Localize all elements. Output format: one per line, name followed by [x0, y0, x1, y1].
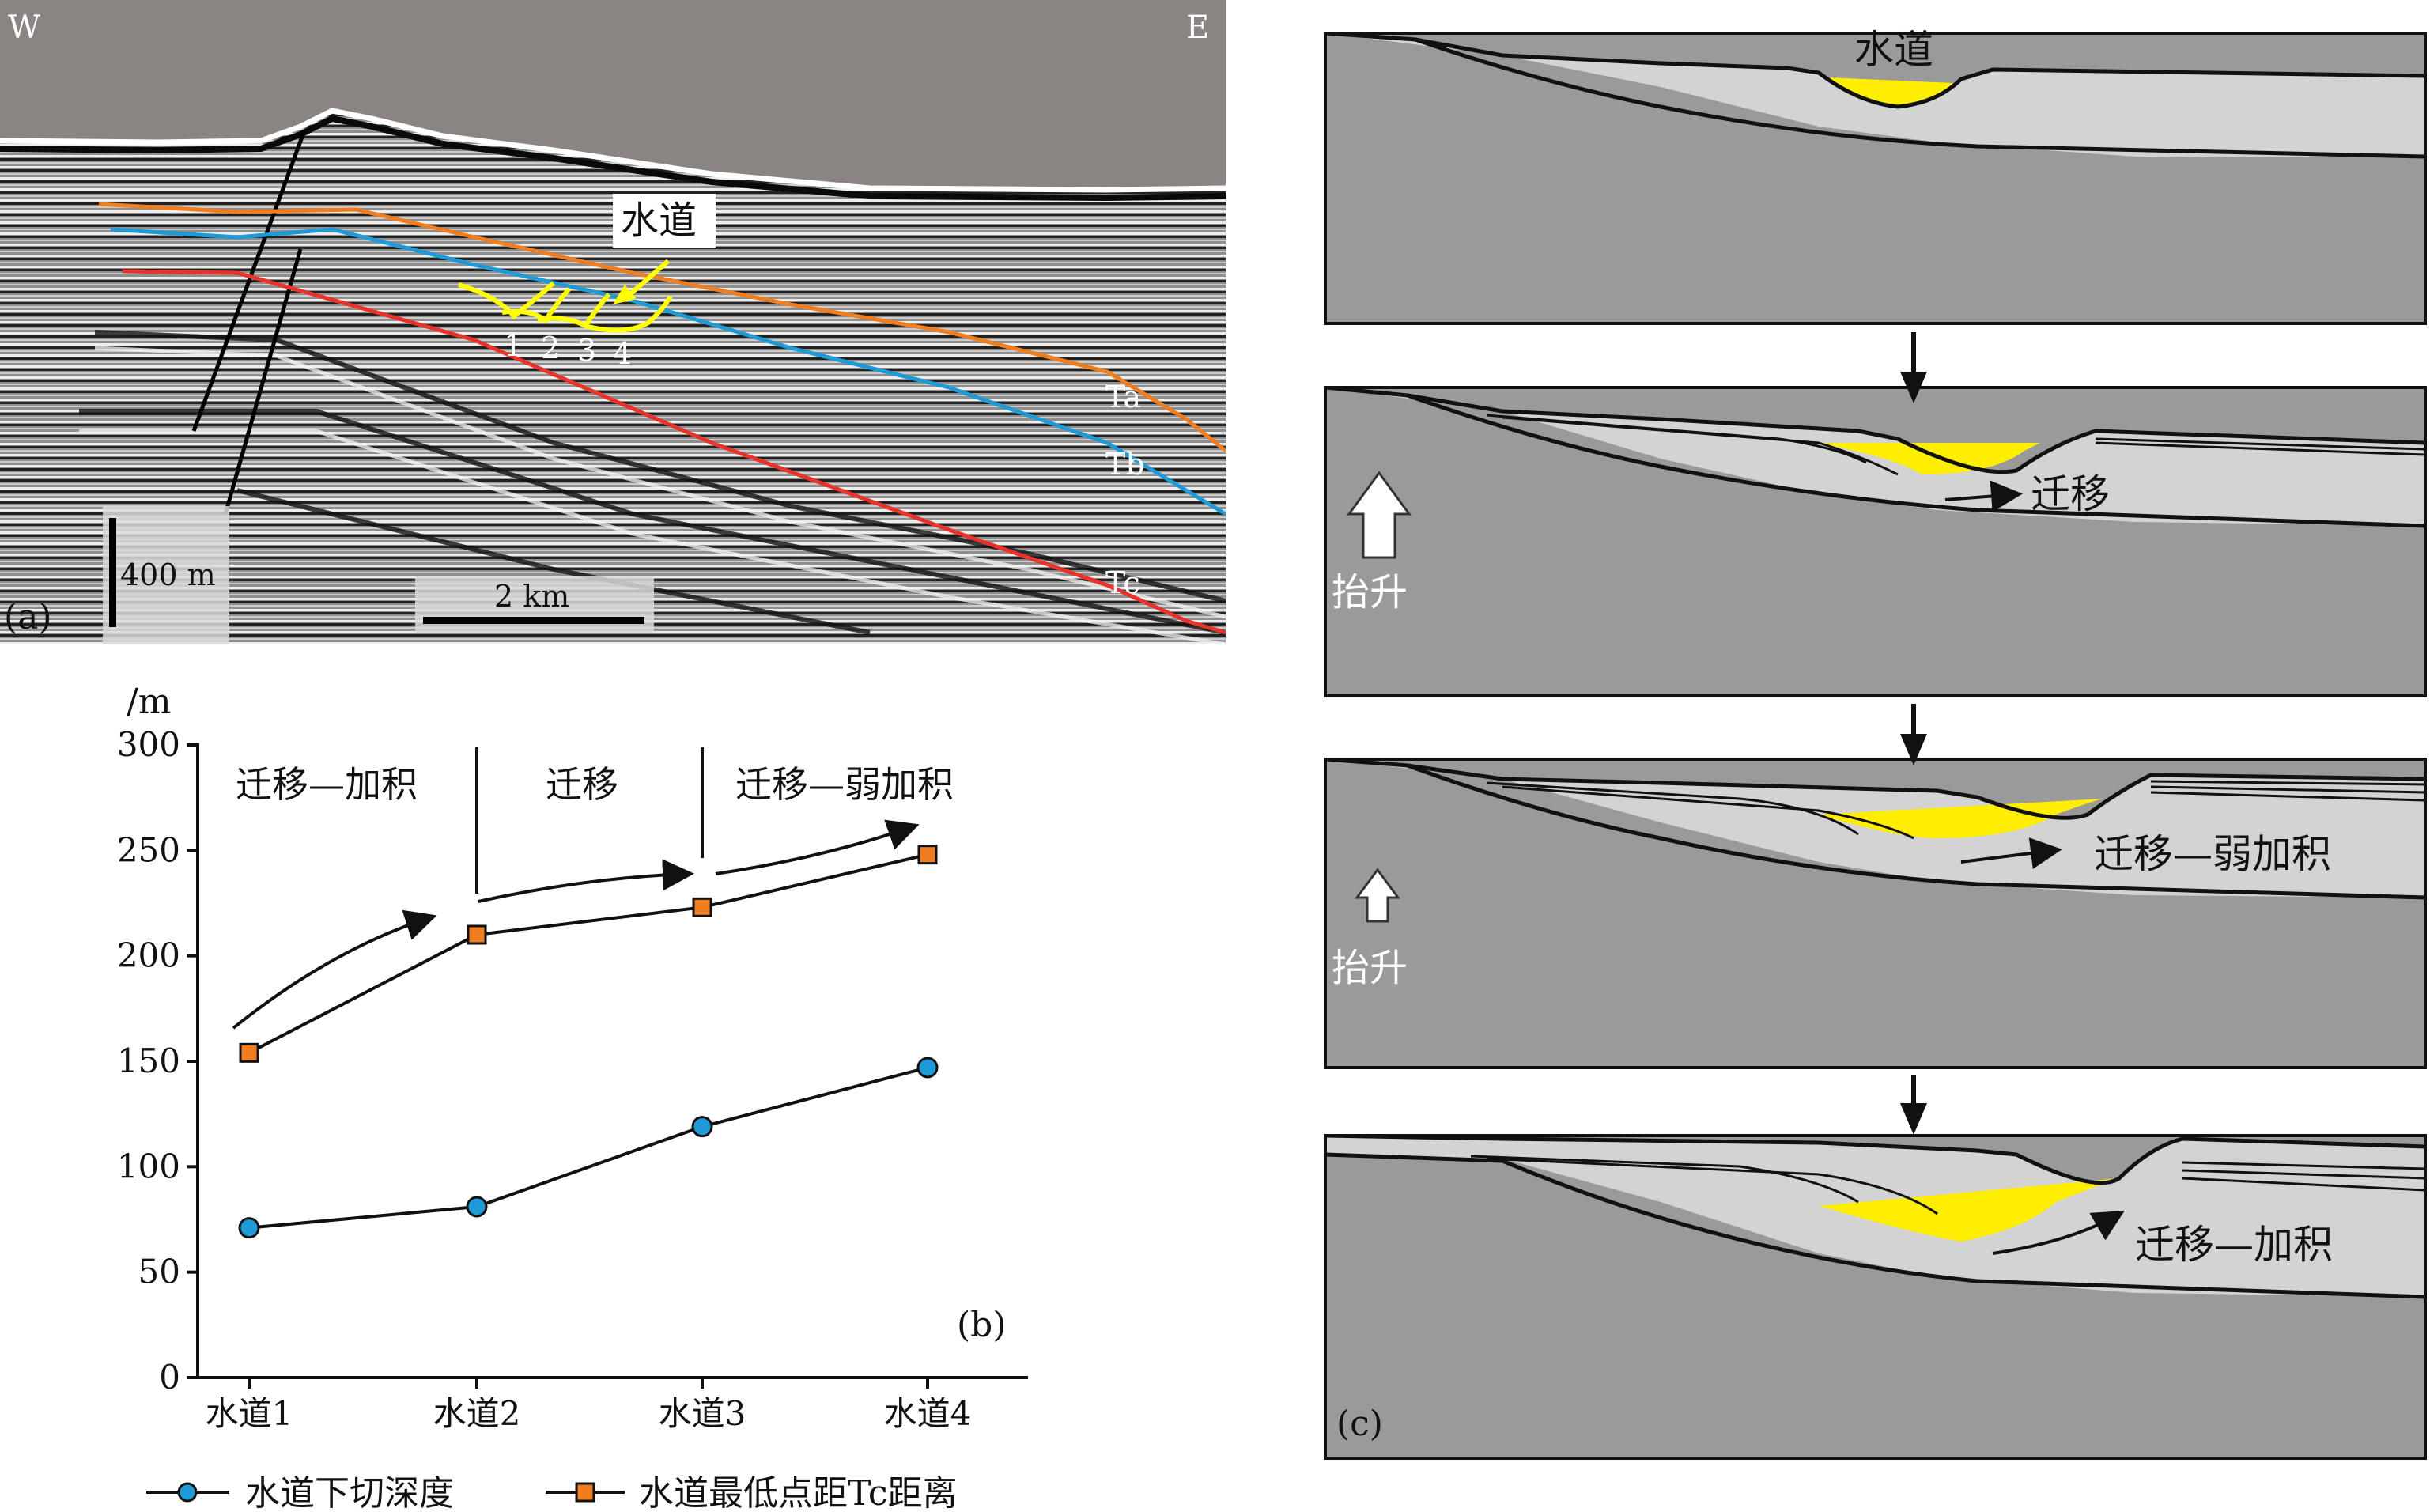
west-label: W — [8, 9, 40, 46]
data-point-1-1 — [238, 1217, 260, 1239]
stage-3-frame — [1324, 758, 2427, 1069]
x-tick-label: 水道4 — [884, 1394, 972, 1433]
x-ticks: 水道1 水道2 水道3 水道4 — [206, 1378, 972, 1433]
stage-3-label: 迁移—弱加积 — [2094, 831, 2331, 877]
vertical-scale-box — [103, 506, 229, 644]
x-tick-label: 水道3 — [659, 1394, 746, 1433]
x-tick-label: 水道2 — [433, 1394, 521, 1433]
trend-arrow-2 — [478, 859, 694, 903]
data-point-2-3 — [692, 897, 712, 917]
panel-b-label: (b) — [957, 1305, 1007, 1345]
stage-3-panel — [1325, 759, 2425, 1068]
stage-arrows — [1900, 332, 1927, 1135]
data-point-1-3 — [691, 1116, 713, 1138]
data-point-1-2 — [466, 1196, 488, 1218]
channel-chart: 0 50 100 150 200 250 300 水道1 水道2 水道3 水道4 — [117, 725, 1028, 1503]
y-tick-label: 200 — [117, 936, 180, 975]
stage-4-frame — [1324, 1134, 2427, 1460]
y-tick-label: 300 — [117, 725, 180, 764]
stage-2-label: 迁移 — [2031, 471, 2110, 517]
data-point-1-4 — [916, 1057, 939, 1079]
chart-series — [238, 845, 939, 1239]
trend-arrow-3 — [715, 819, 920, 875]
y-tick-label: 100 — [117, 1147, 180, 1185]
y-tick-label: 250 — [117, 830, 180, 869]
east-label: E — [1186, 9, 1209, 46]
data-point-2-1 — [239, 1042, 259, 1063]
panel-c-label: (c) — [1336, 1404, 1383, 1444]
horizon-ta-label: Ta — [1105, 380, 1141, 414]
data-point-2-4 — [917, 845, 938, 865]
horizon-tb-label: Tb — [1105, 447, 1145, 482]
vertical-scale-bar — [109, 518, 116, 627]
data-point-2-2 — [467, 924, 487, 945]
stage-1-frame — [1324, 32, 2427, 325]
channel-number-3: 3 — [577, 333, 596, 368]
legend-marker-distance — [575, 1482, 595, 1503]
legend-marker-depth — [177, 1482, 198, 1503]
channel-number-1: 1 — [504, 328, 523, 363]
legend-label-distance: 水道最低点距Tc距离 — [639, 1473, 958, 1512]
horizon-tc-label: Tc — [1105, 565, 1140, 600]
uplift-arrow-large — [1347, 471, 1412, 559]
stage-4-label: 迁移—加积 — [2135, 1222, 2333, 1268]
legend-label-depth: 水道下切深度 — [245, 1473, 454, 1512]
channel-number-2: 2 — [541, 331, 560, 365]
channel-pointer-arrow — [623, 259, 670, 301]
y-tick-label: 0 — [159, 1358, 180, 1397]
y-axis-unit: /m — [127, 682, 172, 722]
stage-4-panel — [1325, 1136, 2425, 1458]
series-line-2 — [248, 852, 928, 1055]
y-tick-label: 50 — [138, 1253, 180, 1291]
horizontal-scale-label: 2 km — [494, 579, 569, 614]
series-line-1 — [248, 1066, 928, 1230]
y-tick-label: 150 — [117, 1041, 180, 1080]
x-tick-label: 水道1 — [206, 1394, 293, 1433]
channel-label-box — [613, 194, 716, 248]
seismic-section — [0, 0, 1226, 644]
uplift-arrow-small — [1355, 868, 1400, 923]
stage-1-label: 水道 — [1854, 27, 1933, 73]
vertical-scale-label: 400 m — [120, 558, 216, 592]
trend-arrow-1 — [232, 909, 437, 1030]
phase-label-1: 迁移—加积 — [236, 763, 418, 806]
y-ticks: 0 50 100 150 200 250 300 — [117, 725, 198, 1397]
channel-label: 水道 — [621, 198, 697, 243]
phase-label-2: 迁移 — [546, 763, 618, 806]
uplift-label-stage-3: 抬升 — [1332, 946, 1408, 990]
uplift-label-stage-2: 抬升 — [1332, 570, 1408, 614]
stage-2-panel — [1325, 387, 2425, 696]
seismic-channels — [458, 281, 673, 333]
stage-2-frame — [1324, 386, 2427, 697]
stage-1-panel — [1325, 33, 2425, 323]
channel-number-4: 4 — [613, 336, 632, 371]
panel-a-label: (a) — [4, 597, 52, 637]
phase-label-3: 迁移—弱加积 — [735, 763, 954, 806]
horizontal-scale-bar — [423, 617, 644, 624]
